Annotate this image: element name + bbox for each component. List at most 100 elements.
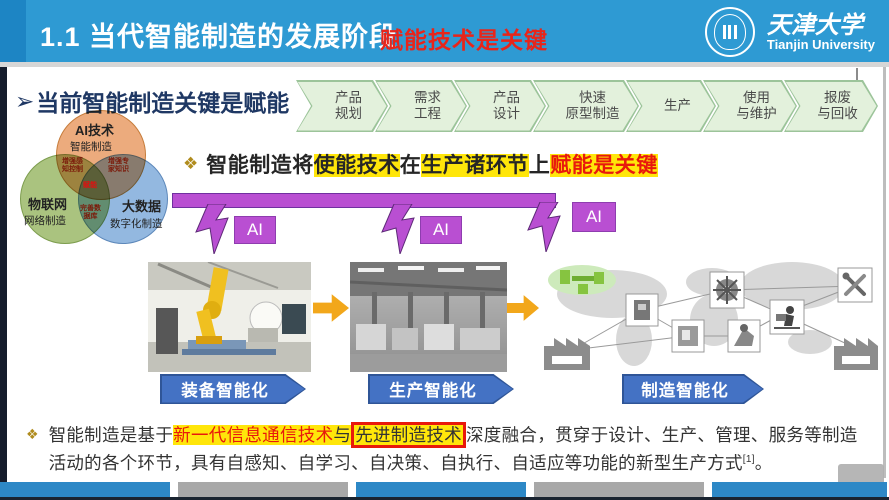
flow-arrow-icon <box>313 294 349 322</box>
factory-icon <box>834 338 878 370</box>
citation-marker: [1] <box>742 454 755 466</box>
machine-icon <box>625 293 659 327</box>
venn-ai-title: AI技术 <box>75 123 115 138</box>
cloud-manufacturing-icon <box>548 265 616 295</box>
diamond-bullet-icon: ❖ <box>26 426 39 442</box>
tju-seal-icon <box>704 7 755 57</box>
step-label: 需求 <box>414 89 441 105</box>
cnc-machine-icon <box>671 319 705 353</box>
process-step-design: 产品设计 <box>454 80 546 132</box>
step-label: 与回收 <box>817 106 858 121</box>
lightning-icon <box>527 202 561 252</box>
robot-workshop-illustration <box>148 262 311 372</box>
key-mid-2: 上 <box>528 154 551 177</box>
robot-arm-icon <box>196 267 229 344</box>
bottom-border <box>0 497 889 500</box>
global-manufacturing-map-illustration <box>542 258 880 376</box>
venn-iot-title: 物联网 <box>28 197 68 212</box>
key-highlight-2: 生产诸环节 <box>421 154 529 177</box>
robot-arm-icon <box>727 319 761 353</box>
process-step-prototyping: 快速原型制造 <box>533 80 639 132</box>
para-plain-2: 深度融合，贯穿于设计、生产、管理、服务等制造 <box>466 425 858 445</box>
venn-bigdata-title: 大数据 <box>122 199 162 214</box>
enabling-bar <box>172 193 556 208</box>
venn-center-label: 赋能 <box>83 182 97 189</box>
ai-label-badge: AI <box>234 216 276 244</box>
key-mid-1: 在 <box>399 154 422 177</box>
section-heading-text: 当前智能制造关键是赋能 <box>36 90 290 116</box>
lightning-icon <box>195 204 229 254</box>
right-frame-edge <box>883 67 886 478</box>
ai-label-badge: AI <box>572 202 616 232</box>
para-plain-1: 智能制造是基于 <box>48 425 174 445</box>
step-label: 工程 <box>414 106 441 121</box>
process-step-maintenance: 使用与维护 <box>703 80 797 132</box>
factory-icon <box>544 338 590 370</box>
step-label: 产品 <box>493 89 520 105</box>
definition-text: 智能制造是基于新一代信息通信技术与先进制造技术深度融合，贯穿于设计、生产、管理、… <box>49 421 874 478</box>
process-step-production: 生产 <box>626 80 716 132</box>
banner-production-intelligence: 生产智能化 <box>368 374 514 404</box>
banner-label: 装备智能化 <box>181 382 269 400</box>
definition-paragraph: ❖ 智能制造是基于新一代信息通信技术与先进制造技术深度融合，贯穿于设计、生产、管… <box>26 421 874 478</box>
venn-ai-sub: 智能制造 <box>70 141 112 153</box>
university-name: 天津大学 Tianjin University <box>767 12 875 52</box>
slide-title-emphasis: 赋能技术是关键 <box>380 27 548 53</box>
step-label: 与维护 <box>736 106 777 121</box>
arrowhead-bullet-icon: ➢ <box>15 87 35 114</box>
university-name-cn: 天津大学 <box>766 9 863 39</box>
key-pre: 智能制造将 <box>206 154 314 177</box>
step-label: 原型制造 <box>565 106 620 121</box>
process-step-recycling: 报废与回收 <box>784 80 878 132</box>
process-chain: 产品规划 需求工程 产品设计 快速原型制造 生产 使用与维护 报废与回收 <box>296 79 882 133</box>
filmstrip-segment <box>356 482 526 497</box>
slide-title: 1.1 当代智能制造的发展阶段 <box>40 22 398 52</box>
venn-overlap-left: 增强感知控制 <box>62 158 83 173</box>
filmstrip-segment <box>178 482 348 497</box>
process-step-planning: 产品规划 <box>296 80 388 132</box>
photo-equipment-robot <box>148 262 311 372</box>
process-step-requirements: 需求工程 <box>375 80 467 132</box>
para-plain-3: 活动的各个环节，具有自感知、自学习、自决策、自执行、自适应等功能的新型生产方式 <box>48 453 743 474</box>
para-highlight-red: 新一代信息通信技术 <box>173 425 334 445</box>
university-logo: 天津大学 Tianjin University <box>704 7 875 57</box>
key-statement: ❖ 智能制造将使能技术在生产诸环节上赋能是关键 <box>183 149 658 179</box>
venn-overlap-right: 增强专家知识 <box>108 158 129 173</box>
left-frame-edge <box>0 67 7 500</box>
bottom-filmstrip <box>0 482 889 497</box>
venn-circle-bigdata <box>78 154 168 244</box>
step-label: 产品 <box>335 89 362 105</box>
para-highlight-conj: 与 <box>333 425 352 445</box>
factory-floor-illustration <box>350 262 507 372</box>
lightning-icon <box>381 204 415 254</box>
header-bar: 1.1 当代智能制造的发展阶段 赋能技术是关键 天津大学 Tianjin Uni… <box>0 0 889 62</box>
venn-iot-sub: 网络制造 <box>24 215 66 227</box>
banner-equipment-intelligence: 装备智能化 <box>160 374 306 404</box>
operator-icon <box>769 299 805 335</box>
venn-overlap-bottom: 完善数据库 <box>80 205 101 220</box>
tools-icon <box>837 267 873 303</box>
step-label: 报废 <box>824 89 851 105</box>
step-label: 快速 <box>579 89 606 105</box>
filmstrip-segment <box>712 482 887 497</box>
university-name-en: Tianjin University <box>766 37 875 53</box>
photo-networked-manufacturing <box>542 258 880 376</box>
step-label: 规划 <box>335 106 362 121</box>
banner-label: 制造智能化 <box>641 382 729 400</box>
key-statement-text: 智能制造将使能技术在生产诸环节上赋能是关键 <box>206 149 658 179</box>
ai-label-badge: AI <box>420 216 462 244</box>
filmstrip-segment <box>534 482 704 497</box>
step-label: 生产 <box>664 97 691 113</box>
header-separator <box>0 62 889 67</box>
step-label: 使用 <box>743 89 770 105</box>
step-label: 设计 <box>493 106 520 121</box>
banner-label: 生产智能化 <box>389 382 477 400</box>
para-period: 。 <box>754 453 773 474</box>
venn-bigdata-sub: 数字化制造 <box>110 218 163 230</box>
diamond-bullet-icon: ❖ <box>183 154 199 173</box>
flow-arrow-icon <box>507 295 539 321</box>
section-heading: ➢ 当前智能制造关键是赋能 <box>15 84 289 118</box>
photo-production-floor <box>350 262 507 372</box>
key-highlight-1: 使能技术 <box>313 154 400 177</box>
